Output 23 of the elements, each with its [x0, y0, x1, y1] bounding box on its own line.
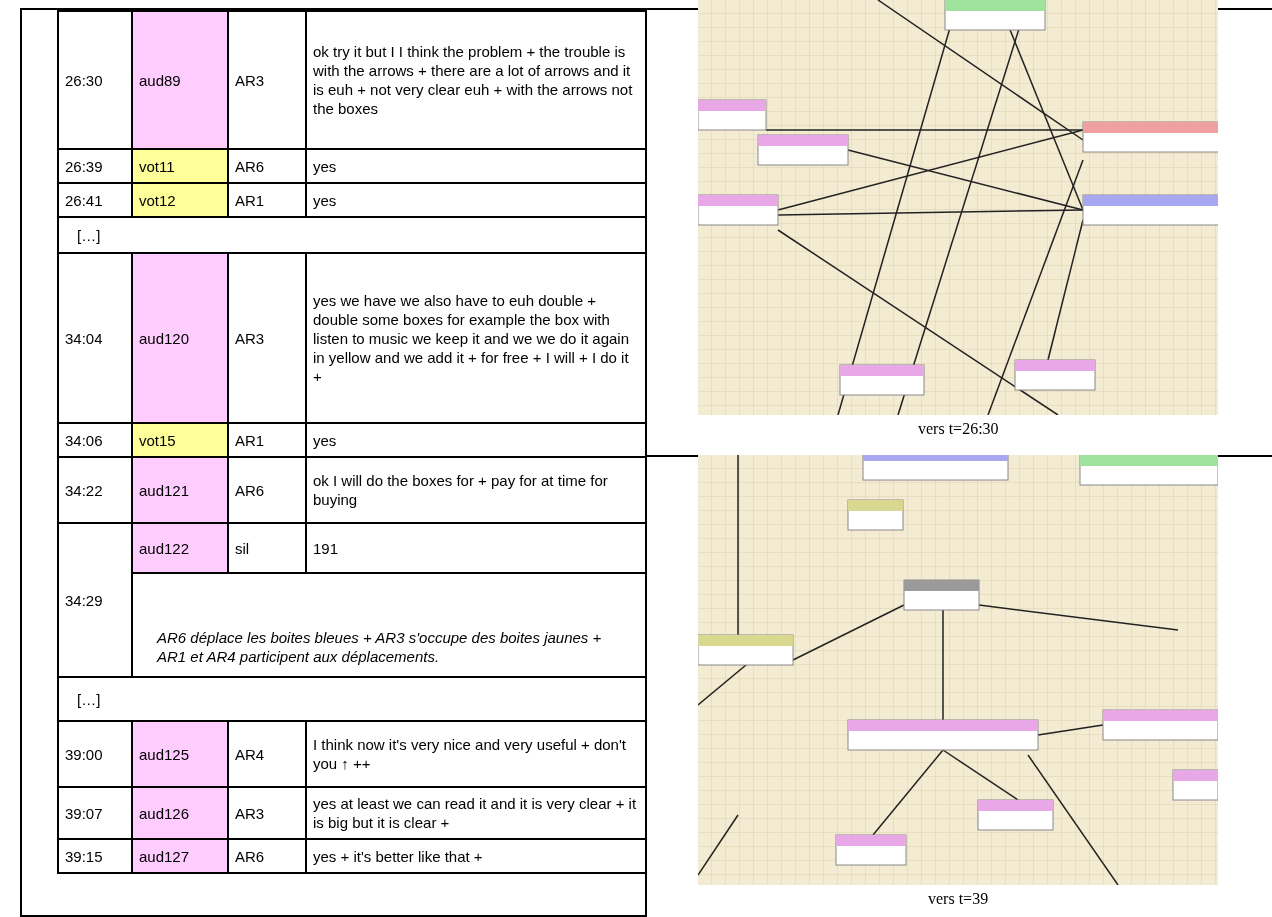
turn-code: aud127	[132, 839, 228, 873]
speaker: AR6	[228, 839, 306, 873]
caption: vers t=26:30	[918, 420, 999, 438]
turn-code: aud121	[132, 457, 228, 523]
speaker: AR3	[228, 253, 306, 423]
turn-code: aud122	[132, 523, 228, 573]
speaker: AR4	[228, 721, 306, 787]
speaker: sil	[228, 523, 306, 573]
turn-code: aud126	[132, 787, 228, 839]
caption: vers t=39	[928, 890, 989, 908]
timestamp: 26:30	[58, 11, 132, 149]
speaker: AR1	[228, 183, 306, 217]
turn-code: vot11	[132, 149, 228, 183]
speaker: AR3	[228, 787, 306, 839]
turn-code: aud89	[132, 11, 228, 149]
turn-code: aud120	[132, 253, 228, 423]
speaker: AR1	[228, 423, 306, 457]
turn-code: vot12	[132, 183, 228, 217]
turn-code: vot15	[132, 423, 228, 457]
speaker: AR6	[228, 149, 306, 183]
timestamp: 34:29	[58, 523, 132, 677]
turn-code: aud125	[132, 721, 228, 787]
speaker: AR6	[228, 457, 306, 523]
